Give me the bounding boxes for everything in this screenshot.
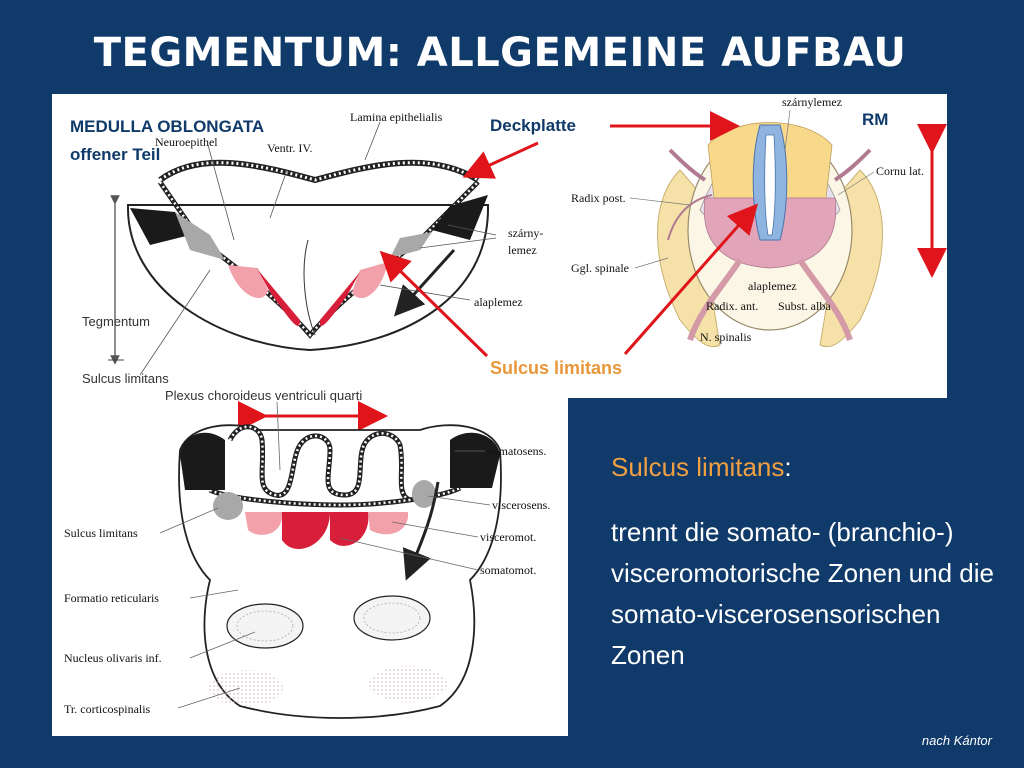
spinal-cord-section (657, 122, 883, 348)
somatosens-black-left (130, 208, 190, 245)
tr-corticospinalis-r (368, 666, 448, 702)
somatomot-red-left (258, 270, 300, 326)
visceromot-pink-right (352, 262, 388, 299)
sulcus-arrow-right (623, 203, 758, 355)
tr-corticospinalis-label: Tr. corticospinalis (64, 702, 151, 716)
radix-ant-label: Radix. ant. (706, 299, 758, 313)
szarny-label-2: lemez (508, 243, 537, 257)
side-heading-term: Sulcus limitans (611, 452, 785, 482)
lamina-label: Lamina epithelialis (350, 110, 443, 124)
n-spinalis-label: N. spinalis (700, 330, 752, 344)
lamina-epithelialis (158, 159, 480, 184)
alaplemez-rm-label: alaplemez (748, 279, 797, 293)
viscerosens-grey-l (213, 492, 243, 520)
formatio-reticularis-label: Formatio reticularis (64, 591, 159, 605)
tr-corticospinalis-l (208, 670, 284, 706)
viscerosens-grey-left (175, 212, 225, 260)
visceromot-label: visceromot. (480, 530, 536, 544)
deckplatte-arrow-left (462, 141, 539, 179)
rm-label: RM (862, 110, 888, 129)
viscerosens-label: viscerosens. (492, 498, 550, 512)
medulla-label-2: offener Teil (70, 145, 160, 164)
szarny-label-1: szárny- (508, 226, 543, 240)
somatomot-red-l (282, 512, 330, 550)
source-credit: nach Kántor (921, 733, 992, 748)
alaplemez-label: alaplemez (474, 295, 523, 309)
szarnylemez-rm-label: szárnylemez (782, 95, 842, 109)
viscerosens-grey-r (412, 480, 436, 508)
cornu-label: Cornu lat. (876, 164, 924, 178)
visceromot-pink-l (245, 512, 283, 535)
nucleus-olivaris-l (226, 603, 304, 649)
nucleus-olivaris-r (353, 595, 431, 641)
subst-alba-label: Subst. alba (778, 299, 831, 313)
side-heading-colon: : (784, 452, 792, 482)
somatosens-black-r (450, 432, 500, 488)
sulcus-limitans-bottom-label: Sulcus limitans (64, 526, 138, 540)
somatosens-label: somatosens. (488, 444, 546, 458)
somatomot-red-right (319, 272, 360, 326)
sulcus-limitans-small-label: Sulcus limitans (82, 371, 169, 386)
slide-title: TEGMENTUM: ALLGEMEINE AUFBAU (93, 30, 907, 76)
radix-post-label: Radix post. (571, 191, 626, 205)
deckplatte-label: Deckplatte (490, 116, 576, 135)
plexus-label: Plexus choroideus ventriculi quarti (165, 388, 362, 403)
somatomot-label: somatomot. (480, 563, 536, 577)
sulcus-limitans-orange-label: Sulcus limitans (490, 358, 622, 378)
somatosens-black-right (432, 195, 488, 240)
neuroepithel-label: Neuroepithel (155, 135, 218, 149)
sulcus-arrow-left (379, 250, 489, 358)
somatomot-red-r (330, 512, 369, 546)
ventr-label: Ventr. IV. (267, 141, 312, 155)
tegmentum-label: Tegmentum (82, 314, 150, 329)
nucleus-olivaris-label: Nucleus olivaris inf. (64, 651, 162, 665)
somatosens-black-l (180, 432, 225, 490)
visceromot-pink-r (368, 512, 409, 535)
medulla-section (108, 121, 497, 376)
side-body-text: trennt die somato- (branchio-) visceromo… (611, 517, 994, 670)
medulla-cross-section (159, 401, 502, 719)
visceromot-pink-left (228, 265, 268, 298)
side-heading: Sulcus limitans: (611, 452, 792, 483)
ggl-spinale-label: Ggl. spinale (571, 261, 629, 275)
medulla-label-1: MEDULLA OBLONGATA (70, 117, 264, 136)
